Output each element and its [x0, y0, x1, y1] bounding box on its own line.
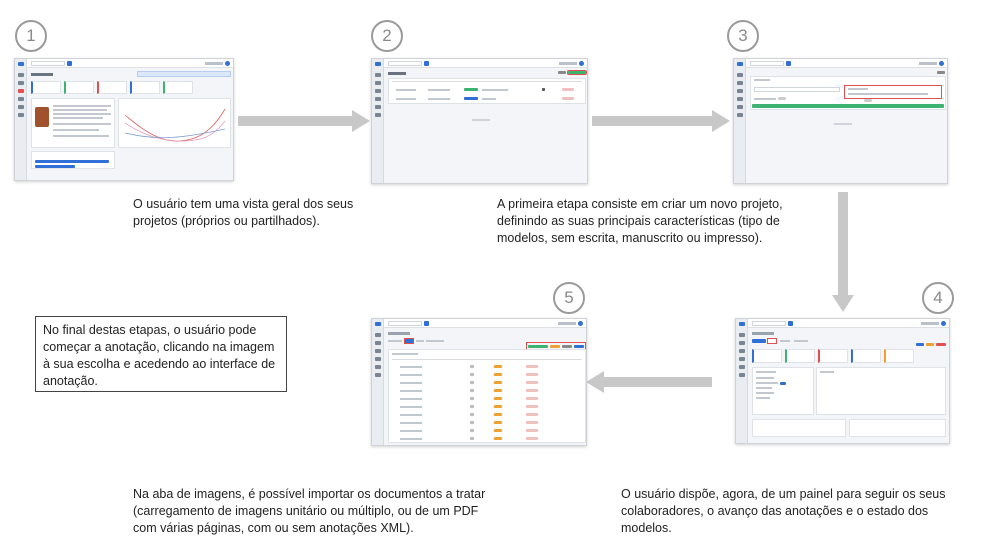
step-5-number: 5 — [553, 282, 585, 314]
mini-chart — [124, 108, 226, 142]
arrow-step1-to-step2 — [238, 110, 370, 132]
caption-step-1: O usuário tem uma vista geral dos seus p… — [133, 197, 354, 228]
step-3-number: 3 — [727, 20, 759, 52]
caption-step-5: Na aba de imagens, é possível importar o… — [133, 487, 486, 535]
step-4-number: 4 — [922, 282, 954, 314]
final-note-box: No final destas etapas, o usuário pode c… — [35, 316, 287, 392]
arrow-step4-to-step5 — [586, 371, 712, 393]
screenshot-dashboard — [14, 58, 234, 181]
arrow-step3-to-step4 — [832, 192, 854, 312]
step-2-number: 2 — [371, 20, 403, 52]
arrow-step2-to-step3 — [592, 110, 730, 132]
caption-step-4: O usuário dispõe, agora, de um painel pa… — [621, 487, 946, 535]
caption-step-2: A primeira etapa consiste em criar um no… — [497, 197, 783, 245]
step-1-number: 1 — [15, 20, 47, 52]
screenshot-projects-list — [371, 58, 588, 184]
screenshot-images-tab — [371, 318, 587, 446]
screenshot-project-panel — [735, 318, 950, 444]
screenshot-new-project — [733, 58, 948, 184]
